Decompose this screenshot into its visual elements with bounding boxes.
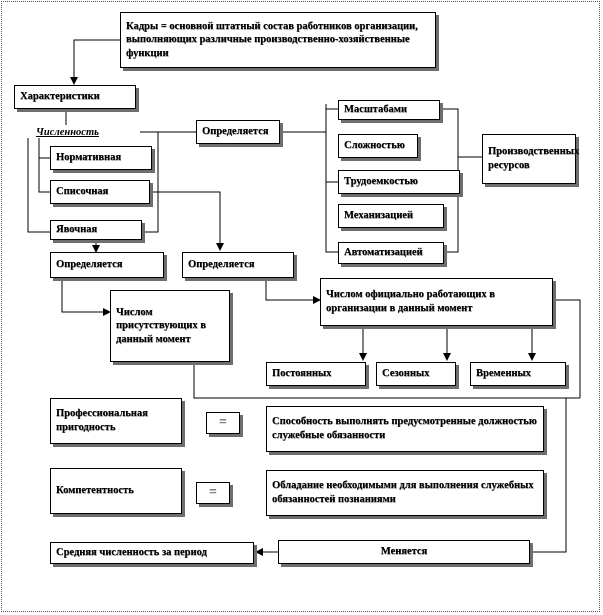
category-permanent-text: Постоянных [272, 368, 332, 380]
headcount-label: Численность [36, 124, 146, 140]
bracket-types-left-inner2 [38, 158, 50, 193]
defined-by-box-3: Определяется [182, 252, 294, 278]
professional-fitness-text: Профессиональная пригодность [56, 408, 148, 433]
defined-by-text-2: Определяется [56, 259, 123, 271]
defined-by-text-3: Определяется [188, 259, 255, 271]
factor-mechanization-box: Механизацией [338, 204, 444, 228]
equals-text-1: = [219, 414, 227, 430]
connector-right-changes [530, 398, 567, 553]
average-headcount-text: Средняя численность за период [56, 547, 207, 559]
official-count-text: Числом официально работающих в организац… [326, 289, 495, 314]
characteristics-text: Характеристики [20, 91, 100, 103]
category-seasonal-text: Сезонных [382, 368, 430, 380]
factor-automation-text: Автоматизацией [344, 247, 423, 259]
connector-definition-characteristics [70, 39, 120, 85]
connector-present-loop [193, 362, 580, 399]
changes-text: Меняется [380, 546, 428, 558]
connector-definedby2-presentcount [61, 278, 111, 316]
factor-complexity-text: Сложностью [344, 140, 405, 152]
type-normative-text: Нормативная [56, 152, 122, 164]
bracket-factors-left [325, 104, 338, 253]
factor-labor-intensity-box: Трудоемкостью [338, 170, 460, 194]
competence-definition-text: Обладание необходимыми для выполнения сл… [272, 480, 534, 505]
bracket-types-right [142, 131, 159, 233]
category-temporary-box: Временных [470, 362, 566, 386]
connector-definedby3-officialcount [265, 278, 321, 304]
changes-box: Меняется [278, 540, 530, 564]
bracket-types-left-inner [38, 138, 50, 159]
official-count-box: Числом официально работающих в организац… [320, 278, 553, 326]
type-normative-box: Нормативная [50, 146, 152, 170]
connector-listed-definedby3 [150, 191, 224, 251]
defined-by-box-1: Определяется [196, 120, 280, 144]
equals-text-2: = [209, 484, 217, 500]
defined-by-text-1: Определяется [202, 126, 269, 138]
equals-box-1: = [206, 412, 240, 434]
production-resources-text: Производственных ресурсов [488, 146, 580, 171]
present-count-box: Числом присутствующих в данный момент [110, 290, 230, 362]
factor-mechanization-text: Механизацией [344, 210, 413, 222]
type-listed-text: Списочная [56, 186, 109, 198]
headcount-text: Численность [36, 126, 99, 138]
definition-text: Кадры = основной штатный состав работник… [126, 20, 418, 59]
competence-text: Компетентность [56, 485, 134, 497]
category-seasonal-box: Сезонных [376, 362, 456, 386]
type-present-text: Явочная [56, 224, 98, 236]
defined-by-box-2: Определяется [50, 252, 164, 278]
factor-scale-box: Масштабами [338, 100, 440, 120]
factor-complexity-box: Сложностью [338, 134, 418, 158]
category-permanent-box: Постоянных [266, 362, 366, 386]
type-listed-box: Списочная [50, 180, 150, 204]
factor-scale-text: Масштабами [344, 104, 407, 116]
competence-box: Компетентность [50, 468, 182, 514]
type-present-box: Явочная [50, 220, 142, 240]
connector-official-right [553, 299, 581, 398]
production-resources-box: Производственных ресурсов [482, 134, 580, 184]
factor-labor-intensity-text: Трудоемкостью [344, 176, 418, 188]
definition-box: Кадры = основной штатный состав работник… [120, 12, 436, 68]
fitness-definition-box: Способность выполнять предусмотренные до… [266, 406, 544, 452]
category-temporary-text: Временных [476, 368, 531, 380]
factor-automation-box: Автоматизацией [338, 242, 444, 264]
fitness-definition-text: Способность выполнять предусмотренные до… [272, 416, 537, 441]
average-headcount-box: Средняя численность за период [50, 542, 254, 564]
present-count-text: Числом присутствующих в данный момент [116, 306, 206, 345]
competence-definition-box: Обладание необходимыми для выполнения сл… [266, 470, 544, 516]
professional-fitness-box: Профессиональная пригодность [50, 398, 182, 444]
characteristics-box: Характеристики [14, 85, 136, 109]
equals-box-2: = [196, 482, 230, 504]
bracket-types-left [27, 138, 50, 233]
